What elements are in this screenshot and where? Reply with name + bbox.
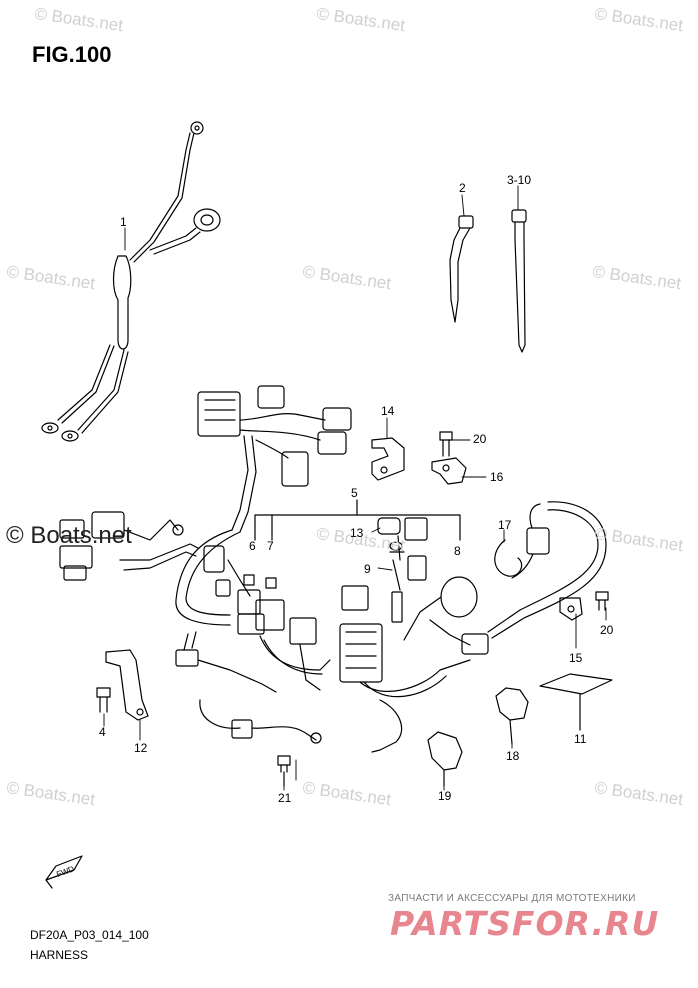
main-harness <box>59 385 352 626</box>
callout-label: 3-10 <box>507 173 532 187</box>
cable-tie-part <box>449 215 474 323</box>
shop-banner-text: ЗАПЧАСТИ И АКСЕССУАРЫ ДЛЯ МОТОТЕХНИКИ <box>388 893 636 904</box>
callout-label: 7 <box>267 539 274 553</box>
right-harness <box>487 501 607 639</box>
lower-harness <box>175 631 403 753</box>
pad-11 <box>539 673 613 731</box>
sub-harness-bracket <box>243 499 461 589</box>
figure-caption: HARNESS <box>30 948 89 962</box>
callout-label: 11 <box>574 732 587 746</box>
fwd-arrow-icon <box>45 855 83 889</box>
shop-logo: PARTSFOR.RU <box>390 904 660 943</box>
ecu-connector <box>339 585 471 698</box>
callout-label: 4 <box>99 725 106 739</box>
watermark-bold: © Boats.net <box>6 522 132 549</box>
figure-code: DF20A_P03_014_100 <box>30 928 149 942</box>
bolt-21 <box>277 755 291 787</box>
callout-label: 18 <box>506 749 520 763</box>
callout-label: 17 <box>498 518 512 532</box>
callout-label: 6 <box>249 539 256 553</box>
bracket-15 <box>559 591 609 621</box>
callout-label: 13 <box>350 526 364 540</box>
callout-label: 5 <box>351 486 358 500</box>
clamp-16 <box>431 457 467 485</box>
battery-cable-part <box>41 121 221 442</box>
long-cable-tie-part <box>511 209 527 353</box>
callout-label: 2 <box>459 181 466 195</box>
bolt-20 <box>439 431 453 457</box>
figure-title: FIG.100 <box>32 42 112 67</box>
callout-label: 21 <box>278 791 292 805</box>
callout-label: 20 <box>600 623 614 637</box>
fuse-holder-part <box>377 517 489 655</box>
callout-label: 1 <box>120 215 127 229</box>
callout-label: 14 <box>381 404 395 418</box>
callout-label: 9 <box>364 562 371 576</box>
clamp-19 <box>427 731 463 787</box>
clip-17 <box>494 539 523 577</box>
bracket-12 <box>105 649 149 721</box>
callout-label: 15 <box>569 651 583 665</box>
callout-label: 8 <box>454 544 461 558</box>
callout-label: 19 <box>438 789 452 803</box>
leader-lines <box>103 185 607 791</box>
relay-block <box>237 589 331 691</box>
callout-label: 12 <box>134 741 148 755</box>
bracket-14 <box>371 437 405 481</box>
clamp-18 <box>495 687 529 745</box>
callout-label: 16 <box>490 470 504 484</box>
bolt-4 <box>96 687 111 713</box>
callout-label: 20 <box>473 432 487 446</box>
